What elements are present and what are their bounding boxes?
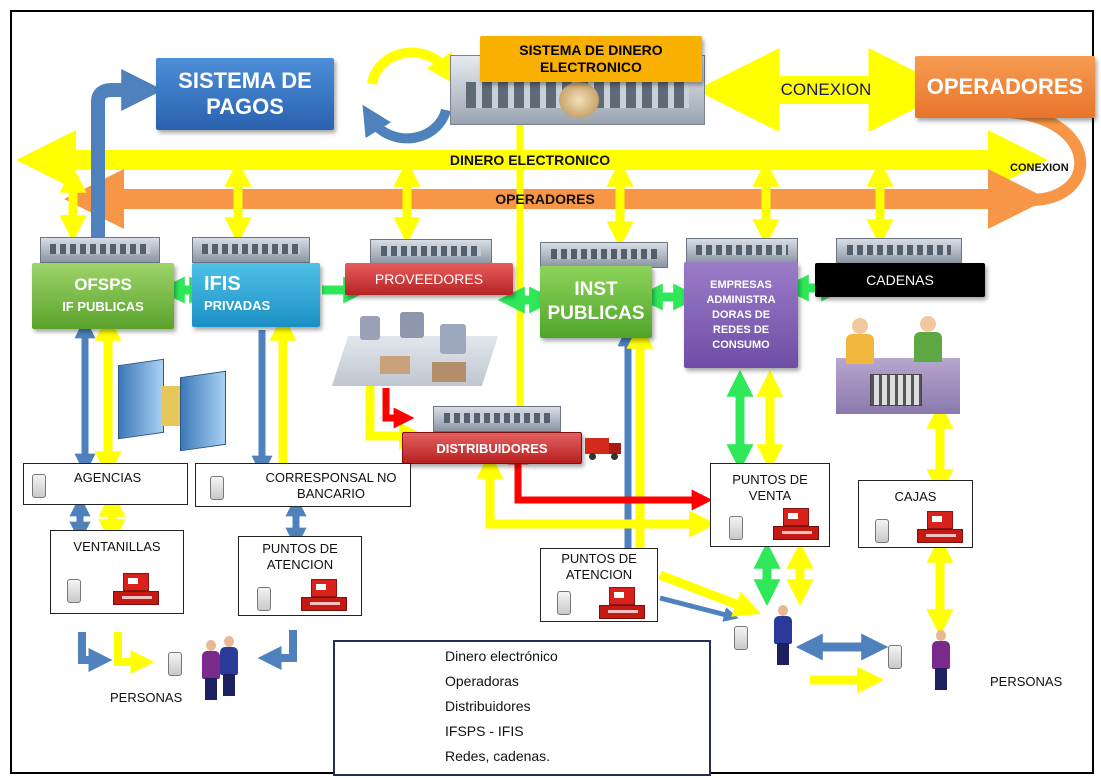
puntos-atencion-mid-label: PUNTOS DE ATENCION <box>561 551 637 582</box>
ventanillas-box: VENTANILLAS <box>50 530 184 614</box>
puntos-atencion-left-label: PUNTOS DE ATENCION <box>262 541 338 572</box>
distribuidores-yellow-arrow <box>476 451 717 538</box>
publicas-label: PUBLICAS <box>547 303 645 324</box>
puntos-atencion-blue-arrow <box>257 630 297 670</box>
warehouse-logistics-icon <box>331 306 499 392</box>
corresponsal-box: CORRESPONSAL NO BANCARIO <box>195 463 411 507</box>
ifis-label: IFIS <box>204 273 241 295</box>
phone-icon <box>168 652 182 676</box>
distribuidores-label: DISTRIBUIDORES <box>436 440 548 456</box>
ofsps-to-pagos-arrow <box>91 69 164 240</box>
person-icon <box>930 630 952 690</box>
legend-item-redes: Redes, cadenas. <box>445 748 551 764</box>
seal-icon <box>559 82 599 118</box>
cycle-arrow-yellow <box>367 47 456 85</box>
ofsps-node: OFSPS IF PUBLICAS <box>32 263 174 329</box>
cash-register-icon <box>773 508 819 540</box>
cash-register-icon <box>599 587 645 619</box>
distribuidores-building <box>433 406 561 432</box>
legend-item-dinero: Dinero electrónico <box>445 648 558 664</box>
phone-icon <box>257 587 271 611</box>
phone-icon <box>210 476 224 500</box>
distribuidores-node: DISTRIBUIDORES <box>402 432 582 464</box>
agencias-box: AGENCIAS <box>23 463 188 505</box>
corresponsal-label: CORRESPONSAL NO BANCARIO <box>265 470 397 501</box>
puntos-atencion-mid-box: PUNTOS DE ATENCION <box>540 548 658 622</box>
operadores-bar-label: OPERADORES <box>495 191 595 207</box>
personas-left-blue-arrow <box>78 632 113 672</box>
if-publicas-label: IF PUBLICAS <box>62 299 144 314</box>
proveedores-building <box>370 239 492 265</box>
cycle-arrow-blue <box>362 104 451 144</box>
cajas-label: CAJAS <box>894 489 937 504</box>
personas-left-yellow-arrow <box>114 632 155 674</box>
proveedores-yellow-arrow <box>365 386 427 450</box>
empresas-label: EMPRESAS ADMINISTRA DORAS DE REDES DE CO… <box>706 278 776 351</box>
proveedores-red-arrow <box>382 388 415 429</box>
legend-item-ifsps-ifis: IFSPS - IFIS <box>445 723 524 739</box>
distribuidores-red-arrow <box>507 443 713 511</box>
inst-label: INST <box>574 279 618 300</box>
proveedores-label: PROVEEDORES <box>374 271 484 287</box>
person-icon <box>218 636 240 696</box>
proveedores-node: PROVEEDORES <box>345 263 513 295</box>
sistema-pagos-label: SISTEMA DE PAGOS <box>178 68 312 119</box>
operadores-curve <box>1009 106 1087 206</box>
cash-register-icon <box>113 573 159 605</box>
sistema-dinero-label: SISTEMA DE DINERO ELECTRONICO <box>519 42 663 75</box>
sistema-dinero-node: SISTEMA DE DINERO ELECTRONICO <box>480 36 702 82</box>
cash-register-icon <box>917 511 963 543</box>
cadenas-node: CADENAS <box>815 263 985 297</box>
cajas-box: CAJAS <box>858 480 973 548</box>
operadores-label: OPERADORES <box>926 74 1084 99</box>
legend-item-operadoras: Operadoras <box>445 673 519 689</box>
cashier-shop-icon <box>836 308 966 418</box>
cash-register-icon <box>301 579 347 611</box>
personas-left-label: PERSONAS <box>110 690 183 705</box>
phone-icon <box>32 474 46 498</box>
operadores-node: OPERADORES <box>915 56 1095 118</box>
person-icon <box>200 640 222 700</box>
conexion-side-label: CONEXION <box>1010 162 1069 174</box>
sistema-pagos-node: SISTEMA DE PAGOS <box>156 58 334 130</box>
phone-icon <box>729 516 743 540</box>
truck-icon <box>585 436 623 460</box>
dinero-electronico-bar-label: DINERO ELECTRONICO <box>449 152 611 168</box>
legend: Dinero electrónico Operadoras Distribuid… <box>333 640 711 776</box>
phone-icon <box>734 626 748 650</box>
empresas-node: EMPRESAS ADMINISTRA DORAS DE REDES DE CO… <box>684 262 798 368</box>
ofsps-building <box>40 237 160 263</box>
empresas-building <box>686 238 798 264</box>
ventanillas-label: VENTANILLAS <box>73 539 161 554</box>
puntos-venta-box: PUNTOS DE VENTA <box>710 463 830 547</box>
ifis-building <box>192 237 310 263</box>
agencias-label: AGENCIAS <box>74 470 142 485</box>
inst-publicas-node: INST PUBLICAS <box>540 266 652 338</box>
ofsps-label: OFSPS <box>74 275 132 294</box>
phone-icon <box>67 579 81 603</box>
phone-icon <box>888 645 902 669</box>
puntos-atencion-left-box: PUNTOS DE ATENCION <box>238 536 362 616</box>
puntos-venta-label: PUNTOS DE VENTA <box>732 472 808 503</box>
privadas-label: PRIVADAS <box>204 298 271 313</box>
cadenas-label: CADENAS <box>866 272 934 288</box>
personas-right-label: PERSONAS <box>990 674 1063 689</box>
person-icon <box>772 605 794 665</box>
phone-icon <box>557 591 571 615</box>
cadenas-building <box>836 238 962 264</box>
office-buildings-icon <box>118 358 228 452</box>
phone-icon <box>875 519 889 543</box>
legend-item-distribuidores: Distribuidores <box>445 698 531 714</box>
ifis-node: IFIS PRIVADAS <box>192 263 320 327</box>
conexion-top-label: CONEXION <box>780 80 872 99</box>
inst-building <box>540 242 668 268</box>
